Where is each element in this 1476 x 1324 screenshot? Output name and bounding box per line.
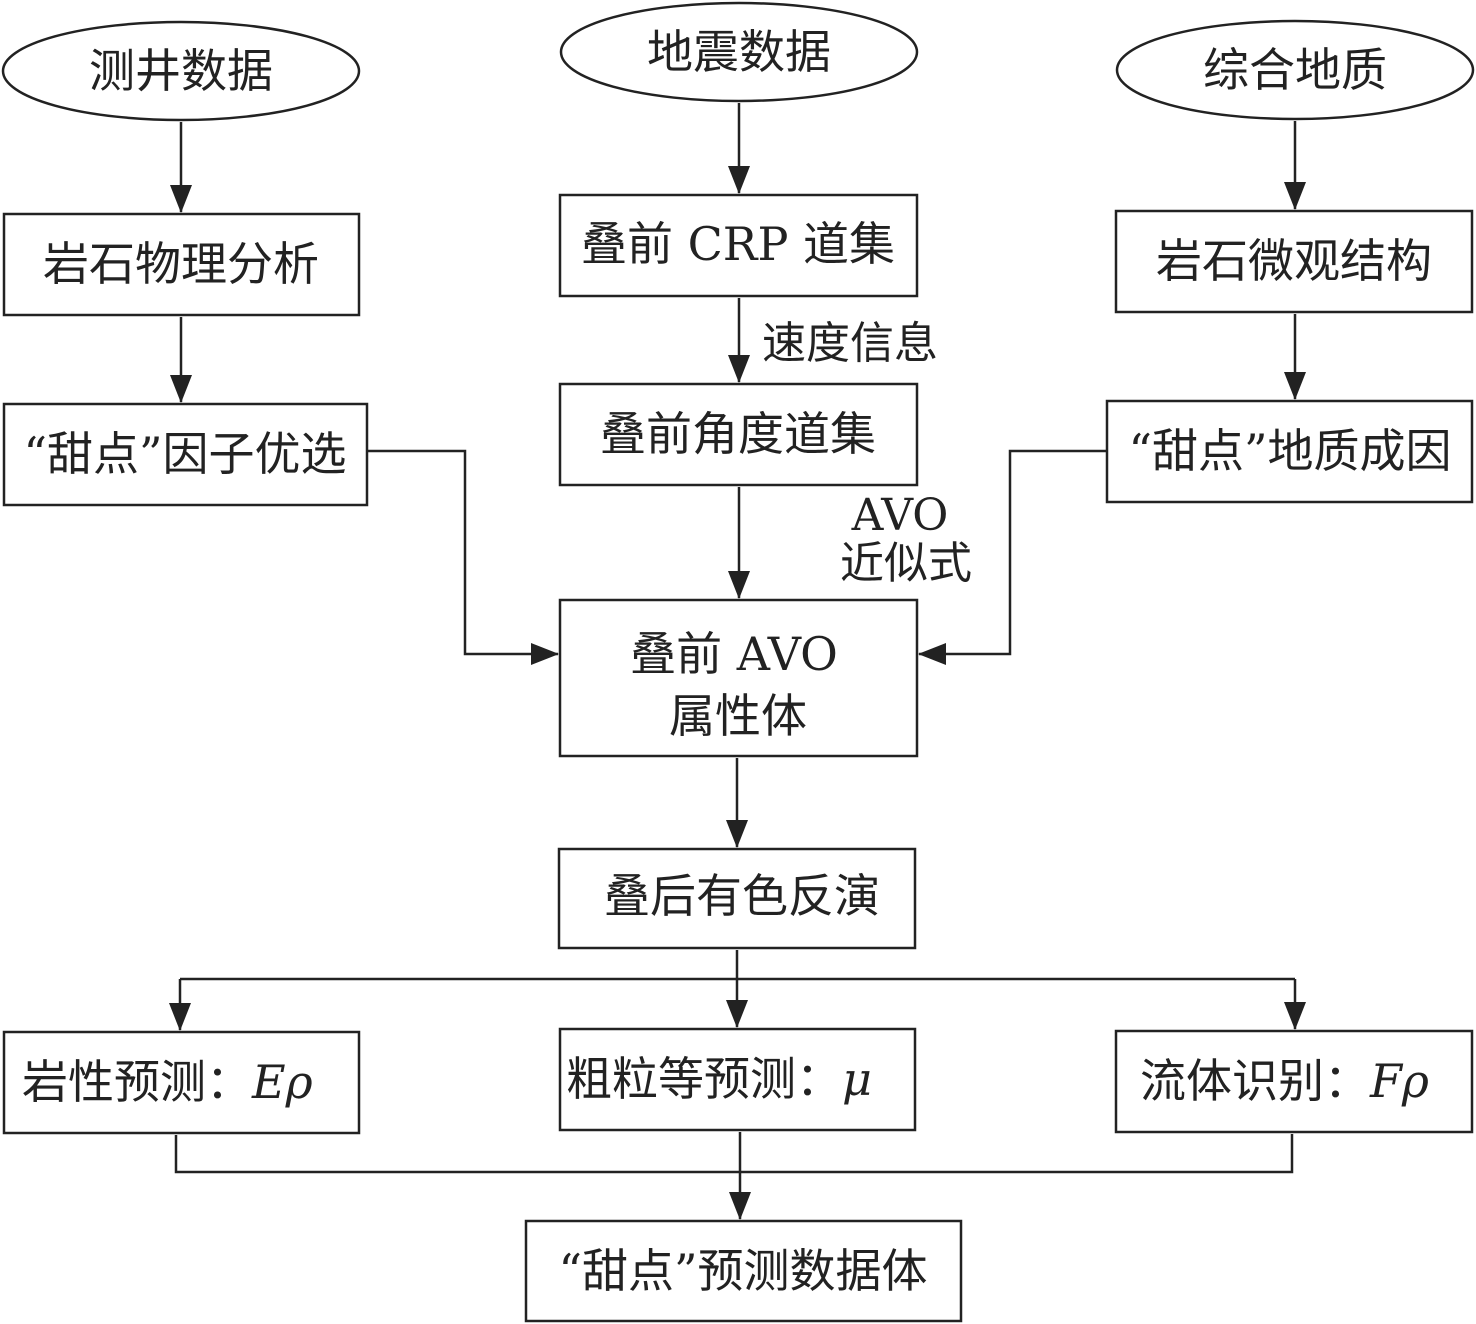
lithology-merge-line xyxy=(174,1135,740,1174)
rock-microstructure-node: 岩石微观结构 xyxy=(1114,209,1474,314)
geology-label: 综合地质 xyxy=(1203,43,1387,97)
factor-selection-label: “甜点”因子优选 xyxy=(23,427,346,481)
fluid-identification-node: 流体识别：Fρ xyxy=(1114,1029,1474,1134)
geological-genesis-label: “甜点”地质成因 xyxy=(1128,424,1451,478)
lithology-prediction-label: 岩性预测：Eρ xyxy=(22,1055,313,1109)
sweet-spot-volume-label: “甜点”预测数据体 xyxy=(558,1244,927,1298)
fluid-merge-line xyxy=(740,1134,1294,1174)
factor-selection-node: “甜点”因子优选 xyxy=(2,402,369,507)
lithology-symbol: Eρ xyxy=(251,1055,313,1109)
avo-approx-label-line2: 近似式 xyxy=(840,538,972,589)
rock-physics-label: 岩石物理分析 xyxy=(43,237,319,291)
prestack-crp-node: 叠前 CRP 道集 xyxy=(558,193,919,298)
avo-attribute-label-line1: 叠前 AVO xyxy=(630,627,838,681)
avo-attribute-node: 叠前 AVO 属性体 xyxy=(558,598,919,758)
well-data-node: 测井数据 xyxy=(1,20,361,122)
sweet-spot-volume-node: “甜点”预测数据体 xyxy=(524,1219,963,1323)
seismic-data-node: 地震数据 xyxy=(559,1,919,103)
arrow-factor-to-avo xyxy=(367,449,559,665)
rock-microstructure-label: 岩石微观结构 xyxy=(1156,234,1432,288)
fluid-identification-label: 流体识别：Fρ xyxy=(1140,1054,1429,1108)
coarse-prediction-node: 粗粒等预测：μ xyxy=(558,1027,917,1132)
arrow-genesis-to-avo xyxy=(918,449,1107,665)
coarse-prediction-label: 粗粒等预测：μ xyxy=(566,1052,872,1106)
velocity-info-label: 速度信息 xyxy=(762,318,938,369)
prestack-angle-label: 叠前角度道集 xyxy=(600,407,876,461)
seismic-data-label: 地震数据 xyxy=(647,25,831,79)
prestack-crp-label: 叠前 CRP 道集 xyxy=(581,217,895,271)
geology-node: 综合地质 xyxy=(1115,19,1475,121)
poststack-inversion-label: 叠后有色反演 xyxy=(604,869,880,923)
well-data-label: 测井数据 xyxy=(89,44,273,98)
coarse-symbol: μ xyxy=(842,1052,872,1106)
poststack-inversion-node: 叠后有色反演 xyxy=(557,847,917,950)
avo-attribute-label-line2: 属性体 xyxy=(669,689,807,743)
lithology-prediction-node: 岩性预测：Eρ xyxy=(2,1030,361,1135)
avo-approx-label-line1: AVO xyxy=(851,490,949,541)
rock-physics-node: 岩石物理分析 xyxy=(2,212,361,317)
fluid-symbol: Fρ xyxy=(1369,1054,1429,1108)
prestack-angle-node: 叠前角度道集 xyxy=(558,382,919,487)
geological-genesis-node: “甜点”地质成因 xyxy=(1105,399,1474,504)
